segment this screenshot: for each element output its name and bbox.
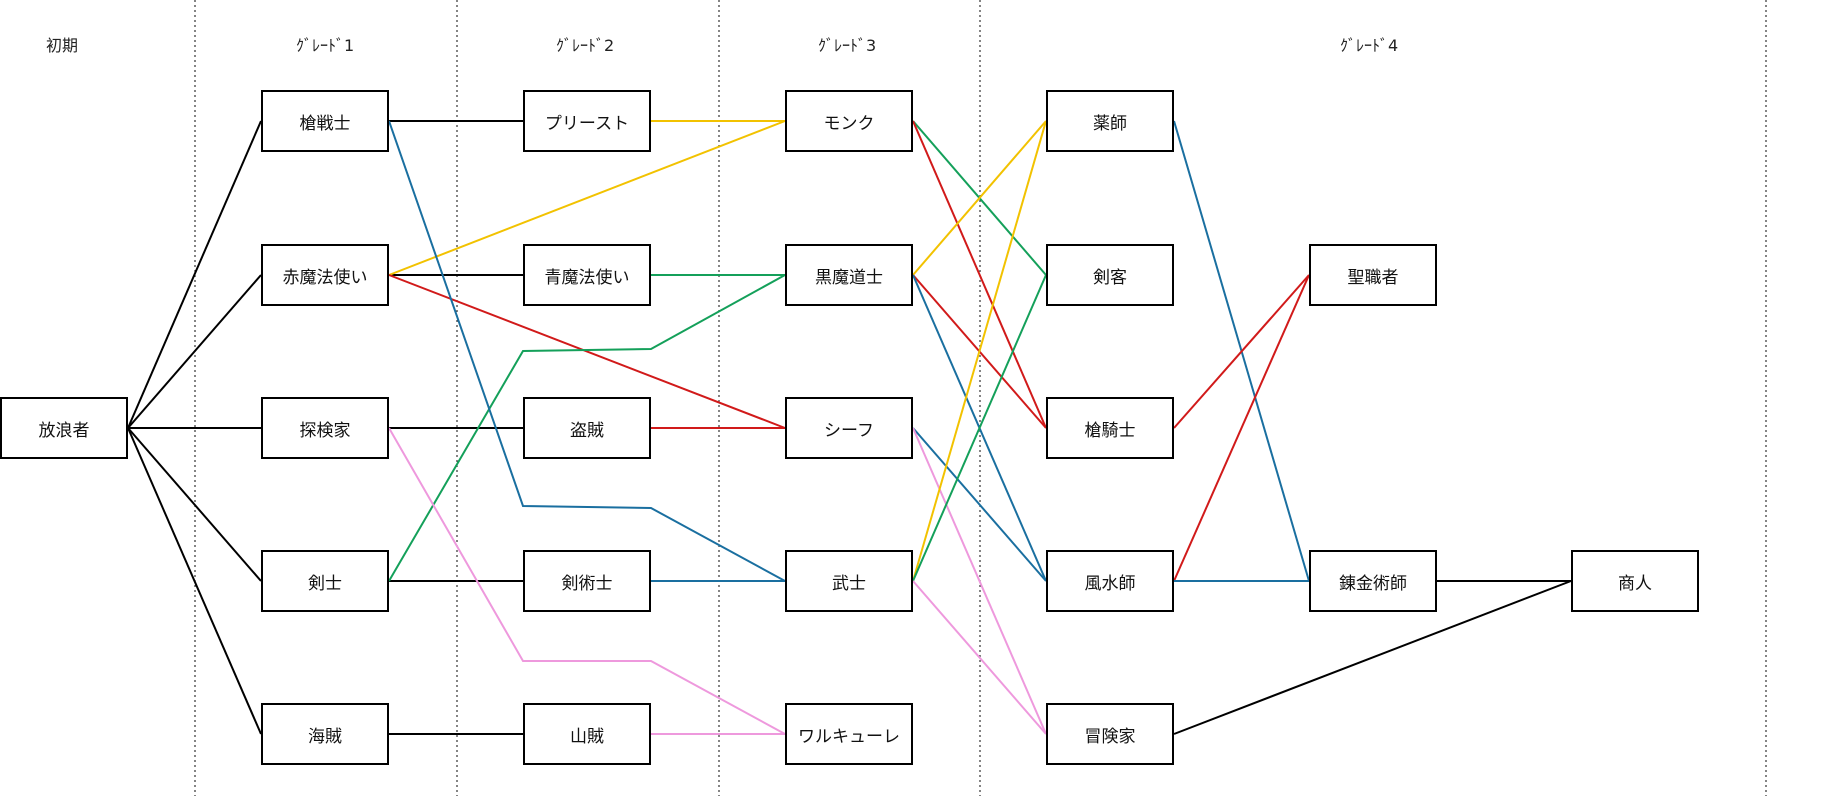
node-alchemist[interactable]: 錬金術師 [1309, 550, 1437, 612]
edge-samurai-to-swordmaster [912, 274, 1047, 582]
node-valkyrie[interactable]: ワルキューレ [785, 703, 913, 765]
header-grade3: ｸﾞﾚｰﾄﾞ3 [818, 36, 877, 55]
node-brigand[interactable]: 山賊 [523, 703, 651, 765]
edge-wanderer-to-pirate [127, 427, 262, 735]
node-explorer[interactable]: 探検家 [261, 397, 389, 459]
node-monk[interactable]: モンク [785, 90, 913, 152]
edge-wanderer-to-red_mage [127, 274, 262, 429]
header-grade2: ｸﾞﾚｰﾄﾞ2 [556, 36, 615, 55]
node-pirate[interactable]: 海賊 [261, 703, 389, 765]
edge-lance_knight-to-cleric [1173, 274, 1310, 429]
node-samurai[interactable]: 武士 [785, 550, 913, 612]
edge-adventurer-to-merchant [1173, 580, 1572, 735]
edge-thief-to-adventurer [912, 427, 1047, 735]
node-blue-mage[interactable]: 青魔法使い [523, 244, 651, 306]
node-fencer[interactable]: 剣術士 [523, 550, 651, 612]
edge-red_mage-to-thief [388, 274, 786, 429]
header-initial: 初期 [46, 36, 79, 55]
edge-monk-to-lance_knight [912, 120, 1047, 429]
node-lancer[interactable]: 槍戦士 [261, 90, 389, 152]
edge-swordsman-to-black_taoist [388, 274, 786, 582]
edge-lancer-to-samurai [388, 120, 786, 582]
edge-red_mage-to-monk [388, 120, 786, 276]
node-red-mage[interactable]: 赤魔法使い [261, 244, 389, 306]
edge-samurai-to-pharmacist [912, 120, 1047, 582]
edge-samurai-to-adventurer [912, 580, 1047, 735]
node-adventurer[interactable]: 冒険家 [1046, 703, 1174, 765]
node-lance-knight[interactable]: 槍騎士 [1046, 397, 1174, 459]
node-priest[interactable]: プリースト [523, 90, 651, 152]
edge-thief-to-geomancer [912, 427, 1047, 582]
node-geomancer[interactable]: 風水師 [1046, 550, 1174, 612]
edge-wanderer-to-lancer [127, 120, 262, 429]
edge-wanderer-to-swordsman [127, 427, 262, 582]
node-thief[interactable]: シーフ [785, 397, 913, 459]
edge-explorer-to-valkyrie [388, 427, 786, 735]
header-grade4: ｸﾞﾚｰﾄﾞ4 [1340, 36, 1399, 55]
node-bandit[interactable]: 盗賊 [523, 397, 651, 459]
edge-geomancer-to-cleric [1173, 274, 1310, 582]
node-cleric[interactable]: 聖職者 [1309, 244, 1437, 306]
node-black-taoist[interactable]: 黒魔道士 [785, 244, 913, 306]
edge-black_taoist-to-pharmacist [912, 120, 1047, 276]
node-swordsman[interactable]: 剣士 [261, 550, 389, 612]
header-grade1: ｸﾞﾚｰﾄﾞ1 [296, 36, 355, 55]
node-wanderer[interactable]: 放浪者 [0, 397, 128, 459]
node-pharmacist[interactable]: 薬師 [1046, 90, 1174, 152]
node-merchant[interactable]: 商人 [1571, 550, 1699, 612]
node-swordmaster[interactable]: 剣客 [1046, 244, 1174, 306]
